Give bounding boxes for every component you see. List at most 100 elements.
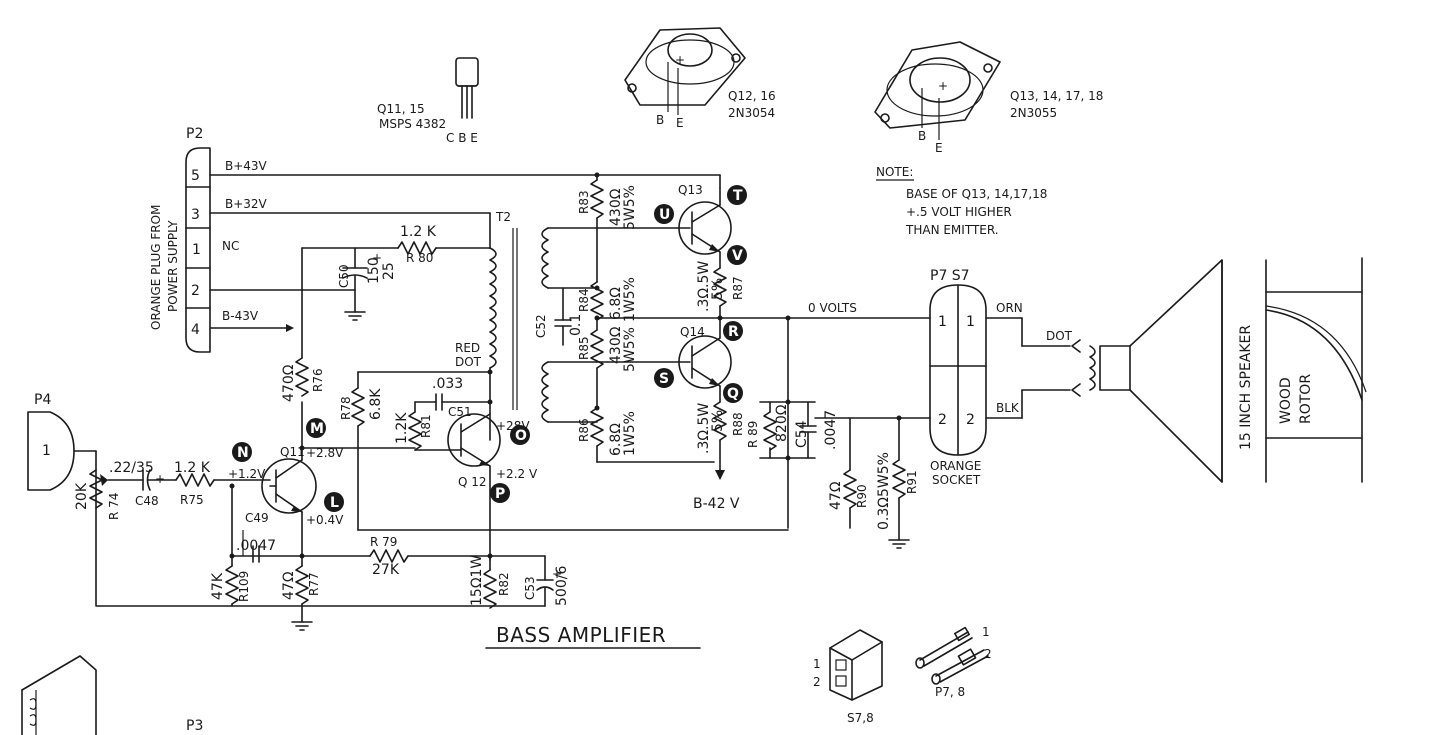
- q12-label: Q 12: [458, 475, 487, 489]
- r83-label: R83: [577, 190, 591, 214]
- q14-label: Q14: [680, 325, 705, 339]
- rail-b43: B+43V: [225, 159, 268, 173]
- p78-pins-drawing: [915, 626, 989, 685]
- r74-value: 20K: [74, 482, 90, 510]
- q11-15-part: MSPS 4382: [379, 117, 446, 131]
- rail-nc: NC: [222, 239, 239, 253]
- r75-value: 1.2 K: [174, 460, 211, 476]
- svg-text:T: T: [733, 188, 743, 204]
- svg-text:N: N: [237, 445, 249, 461]
- q14-transistor: [678, 317, 732, 480]
- r78-value: 6.8K: [368, 388, 384, 420]
- c53-label: C53: [523, 576, 537, 600]
- speaker-label: 15 INCH SPEAKER: [1238, 325, 1254, 450]
- r82-label: R82: [497, 572, 511, 596]
- r77-value: 47Ω: [281, 571, 297, 600]
- p4-connector: [27, 411, 75, 491]
- p2-pin-5: 5: [191, 168, 200, 184]
- socket-label-2: SOCKET: [932, 473, 981, 487]
- svg-text:S: S: [659, 371, 669, 387]
- c52-label: C52: [534, 314, 548, 338]
- s78-pin-2: 2: [813, 675, 821, 689]
- s78-pin-1: 1: [813, 657, 821, 671]
- q11-15-label: Q11, 15: [377, 102, 425, 116]
- r82-value: 15Ω1W: [469, 555, 485, 606]
- q13-plus-mark: +: [938, 79, 948, 93]
- r74-label: R 74: [107, 493, 121, 520]
- r90-label: R90: [855, 484, 869, 508]
- p7-s7-label: P7 S7: [930, 268, 970, 284]
- socket-pin-1a: 1: [938, 314, 947, 330]
- r86-label: R86: [577, 418, 591, 442]
- r109-label: R109: [237, 571, 251, 602]
- r85-value-1: 430Ω: [608, 326, 624, 364]
- c49-label: C49: [245, 511, 269, 525]
- p2-connector: [185, 147, 211, 353]
- t2-label: T2: [495, 210, 511, 224]
- test-point-u: U: [654, 204, 674, 224]
- q12-16-part: 2N3054: [728, 106, 775, 120]
- s78-connector-drawing: [829, 629, 883, 701]
- p4-pin: 1: [42, 443, 51, 459]
- schematic-title: BASS AMPLIFIER: [496, 623, 666, 647]
- p2-side-label-2: POWER SUPPLY: [166, 220, 180, 312]
- r90-value: 47Ω: [828, 481, 844, 510]
- r80-label: R 80: [406, 251, 433, 265]
- wire-orn: ORN: [996, 301, 1023, 315]
- r76-value: 470Ω: [281, 364, 297, 402]
- to66-package-illustration: [624, 27, 746, 115]
- test-point-v: V: [727, 245, 747, 265]
- r89-value: 820Ω: [774, 404, 790, 442]
- c50-plus: +: [372, 251, 382, 265]
- r79-label: R 79: [370, 535, 397, 549]
- svg-text:Q: Q: [727, 386, 739, 402]
- p2-pin-3: 3: [191, 207, 200, 223]
- c52-value: 0.1: [568, 314, 584, 336]
- p78-label: P7, 8: [935, 685, 965, 699]
- r87-value-1: .3Ω.5W: [696, 261, 712, 312]
- r83-value-1: 430Ω: [608, 188, 624, 226]
- c50-label: C50: [337, 264, 351, 288]
- test-point-s: S: [654, 368, 674, 388]
- c53-plus: +: [552, 567, 562, 581]
- voltage-m: +2.8V: [306, 446, 344, 460]
- r87-value-2: 5%: [710, 278, 726, 300]
- c48-plus: +: [155, 472, 165, 486]
- voltage-l: +0.4V: [306, 513, 344, 527]
- voltage-n: +1.2V: [228, 467, 266, 481]
- input-network: [73, 450, 546, 607]
- red-dot-2: DOT: [455, 355, 482, 369]
- r84-value-2: 1W5%: [622, 277, 638, 322]
- p4-label: P4: [34, 392, 51, 408]
- orange-socket: [929, 284, 1081, 456]
- test-point-r: R: [723, 321, 743, 341]
- r91-value: 0.3Ω5W5%: [876, 452, 892, 530]
- note-line-3: THAN EMITTER.: [905, 223, 999, 237]
- rail-bneg43: B-43V: [222, 309, 259, 323]
- c54-label: C54: [794, 420, 810, 448]
- p2-side-label-1: ORANGE PLUG FROM: [149, 205, 163, 330]
- r76-label: R76: [311, 368, 325, 392]
- q13-18-label: Q13, 14, 17, 18: [1010, 89, 1103, 103]
- svg-text:P: P: [495, 486, 505, 502]
- q13-transistor: [678, 187, 732, 319]
- r75-label: R75: [180, 493, 204, 507]
- c51-label: C51: [448, 405, 472, 419]
- c52-capacitor: [554, 287, 572, 346]
- p3-connector-drawing: [21, 655, 97, 735]
- note-line-2: +.5 VOLT HIGHER: [906, 205, 1012, 219]
- svg-text:O: O: [515, 428, 527, 444]
- p78-pin-1: 1: [982, 625, 990, 639]
- q13-e-pin: E: [935, 141, 943, 155]
- to92-package-illustration: [455, 57, 479, 119]
- r81-label: R81: [419, 414, 433, 438]
- svg-text:R: R: [728, 324, 739, 340]
- rail-bneg42: B-42 V: [693, 496, 740, 512]
- r80-value: 1.2 K: [400, 224, 437, 240]
- wire-blk: BLK: [996, 401, 1020, 415]
- r109-value: 47K: [210, 572, 226, 600]
- q13-18-part: 2N3055: [1010, 106, 1057, 120]
- c53-value: 500/6: [554, 566, 570, 606]
- test-point-m: M: [306, 418, 326, 438]
- r90-r91: [843, 415, 910, 549]
